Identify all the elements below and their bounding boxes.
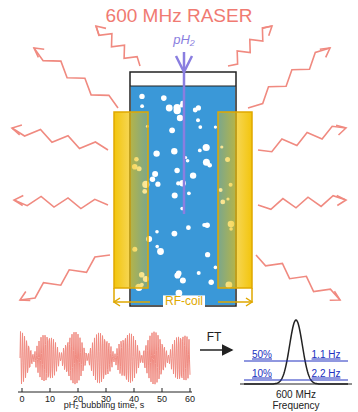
emission-arrow-head xyxy=(262,26,272,36)
axis-label: pH₂ bubbling time, s xyxy=(64,401,145,411)
bubble xyxy=(171,148,177,154)
bubble xyxy=(214,266,218,270)
emission-arrow xyxy=(96,26,140,66)
time-tick xyxy=(22,388,23,392)
emission-arrow-head xyxy=(34,48,44,57)
bubble xyxy=(140,104,144,108)
bubble xyxy=(197,271,201,275)
time-tick xyxy=(106,388,107,392)
bubble xyxy=(186,225,191,230)
bubble xyxy=(139,94,144,99)
bubble xyxy=(177,115,183,121)
tick-label: 60 xyxy=(185,395,195,405)
tick-label: 50 xyxy=(157,395,167,405)
bubble xyxy=(172,193,178,199)
bubble xyxy=(174,168,179,173)
emission-arrow-head xyxy=(337,196,346,206)
emission-arrow xyxy=(34,48,118,108)
ft-label: FT xyxy=(207,331,222,344)
emission-arrow xyxy=(258,126,346,151)
ft-arrow xyxy=(200,349,232,351)
bubble xyxy=(174,272,180,278)
emission-arrow xyxy=(248,48,330,108)
bubble xyxy=(150,177,155,182)
bubble xyxy=(152,171,158,177)
emission-arrow-head xyxy=(336,125,346,135)
axis-label: 600 MHz xyxy=(276,389,316,400)
tenth-height-line xyxy=(244,380,348,381)
bubble xyxy=(202,223,206,227)
bubble xyxy=(180,278,186,284)
time-tick xyxy=(50,388,51,392)
bubble xyxy=(198,149,202,153)
emission-arrow xyxy=(228,26,272,66)
bubble xyxy=(155,182,160,187)
axis-label: Frequency xyxy=(272,400,319,411)
ph2-inlet-line xyxy=(183,52,186,214)
title: 600 MHz RASER xyxy=(106,6,253,27)
emission-arrow xyxy=(14,196,108,208)
bubble xyxy=(205,252,210,257)
width-level: 50% xyxy=(251,349,273,360)
linewidth: 2.2 Hz xyxy=(311,368,342,379)
bubble xyxy=(209,280,214,285)
emission-arrow xyxy=(258,196,346,210)
bubble xyxy=(166,105,173,112)
bubble xyxy=(196,118,200,122)
bubble xyxy=(155,245,159,249)
ph2-inlet-head xyxy=(176,56,192,72)
time-ticks xyxy=(22,388,190,392)
spectrum-peak xyxy=(244,320,348,384)
emission-arrow-head xyxy=(14,196,23,206)
bubble xyxy=(169,127,175,133)
emission-arrow xyxy=(20,255,110,300)
emission-arrow-head xyxy=(20,292,30,301)
bubble xyxy=(198,125,202,129)
time-tick xyxy=(190,388,191,392)
emission-arrow xyxy=(12,128,108,150)
emission-arrow-head xyxy=(330,291,340,300)
bubble xyxy=(176,181,180,185)
rf-coil-right xyxy=(218,112,252,288)
bubble xyxy=(161,95,167,101)
time-axis xyxy=(18,392,192,393)
tick-label: 0 xyxy=(19,395,24,405)
gas-label: pH₂ xyxy=(173,33,195,47)
tick-label: 10 xyxy=(45,395,55,405)
width-level: 10% xyxy=(251,368,273,379)
half-height-line xyxy=(244,361,348,362)
emission-arrow-head xyxy=(96,26,106,36)
bubble xyxy=(203,159,210,166)
bubble xyxy=(203,144,210,151)
time-tick xyxy=(134,388,135,392)
rf-coil-left xyxy=(114,112,148,288)
emission-arrows xyxy=(12,26,346,300)
emission-arrow-head xyxy=(320,48,330,57)
coil-label: RF-coil xyxy=(163,295,205,308)
bubble xyxy=(172,231,178,237)
bubble xyxy=(190,172,196,178)
bubble xyxy=(193,108,198,113)
bubble xyxy=(153,150,159,156)
emission-arrow-head xyxy=(12,125,22,135)
emission-arrow xyxy=(256,255,340,300)
raser-signal xyxy=(20,332,190,385)
time-tick xyxy=(78,388,79,392)
linewidth: 1.1 Hz xyxy=(311,349,342,360)
bubble xyxy=(187,191,191,195)
bubble xyxy=(174,104,181,111)
bubble xyxy=(155,230,159,234)
bubble xyxy=(214,126,217,129)
bubble xyxy=(157,248,164,255)
bubble xyxy=(186,159,190,163)
time-tick xyxy=(162,388,163,392)
